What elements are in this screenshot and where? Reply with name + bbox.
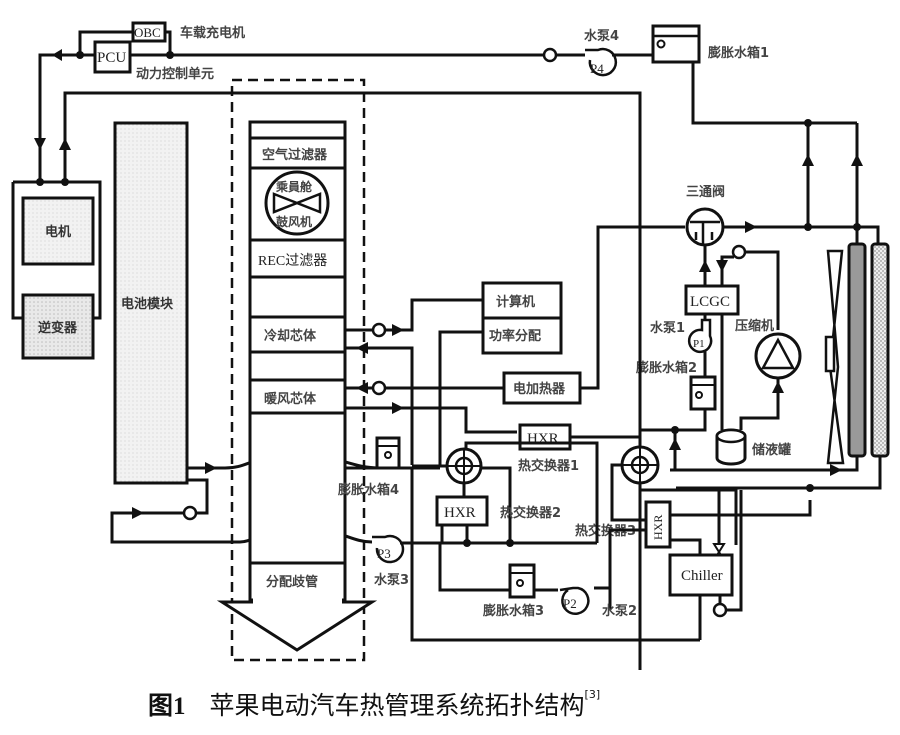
rec-filter-label: REC过滤器 [258, 253, 327, 269]
pcu-label: PCU [97, 50, 126, 66]
hxr2-label: 热交换器2 [500, 505, 561, 521]
pump-icon [559, 586, 590, 615]
pump-icon [372, 534, 405, 564]
pump-icon [687, 318, 713, 354]
electric-heater-label: 电加热器 [513, 381, 566, 397]
obc-label: OBC [134, 25, 161, 40]
expansion-tank-2 [689, 375, 717, 411]
compressor-icon [760, 337, 796, 370]
chiller-group: Chiller [668, 490, 743, 640]
lcgc-group: LCGC [684, 244, 780, 430]
figure-number: 图1 [148, 693, 186, 720]
pcu-description: 动力控制单元 [136, 66, 214, 82]
pcu-obc-loop: PCU OBC 车载充电机 动力控制单元 [38, 21, 548, 185]
computer-power-group: 计算机 功率分配 [481, 281, 563, 355]
expansion-tank-3: 膨胀水箱3 [438, 543, 558, 619]
battery-module [113, 121, 189, 485]
fan-icon [826, 249, 845, 465]
pump3-id: P3 [377, 546, 391, 561]
tank4-label: 膨胀水箱4 [337, 482, 399, 498]
outlet-arrow-icon [216, 600, 378, 652]
pump1-group: 水泵1 P1 膨胀水箱2 [635, 314, 717, 432]
electric-heater-group: 电加热器 [502, 225, 685, 405]
inverter-label: 逆变器 [38, 320, 78, 336]
obc-description: 车载充电机 [180, 25, 245, 41]
three-way-valve-label: 三通阀 [686, 184, 725, 200]
power-dist-label: 功率分配 [489, 328, 541, 344]
battery-label: 电池模块 [121, 296, 174, 312]
thermal-topology-diagram: PCU OBC 车载充电机 动力控制单元 P4 水泵4 膨胀水箱1 电机 逆变器 [11, 21, 890, 670]
computer-label: 计算机 [496, 294, 535, 310]
pump1-label: 水泵1 [650, 320, 685, 336]
pump3-group: P3 水泵3 [372, 534, 597, 588]
hxr3-label: 热交换器3 [575, 523, 636, 539]
chiller-label: Chiller [681, 568, 723, 584]
inverter-box [21, 293, 95, 360]
hxr2-group: HXR 热交换器2 [435, 483, 561, 543]
tank2-label: 膨胀水箱2 [635, 360, 697, 376]
condenser-radiator-group [670, 242, 890, 490]
blower-bottom-label: 鼓风机 [276, 214, 312, 229]
lcgc-label: LCGC [690, 294, 730, 310]
expansion-tank-4: 膨胀水箱4 [337, 436, 401, 498]
figure-reference: [3] [584, 688, 601, 701]
compressor-group: 压缩机 [735, 318, 802, 430]
cooling-core-label: 冷却芯体 [264, 328, 317, 344]
hxr1-box-label: HXR [527, 431, 559, 447]
hxr1-label: 热交换器1 [518, 458, 579, 474]
pump4-id: P4 [590, 61, 604, 76]
four-way-valve-2 [620, 445, 660, 485]
hxr2-box-label: HXR [444, 505, 476, 521]
hxr3-group: HXR 热交换器3 [575, 500, 702, 610]
pump3-label: 水泵3 [374, 572, 409, 588]
hxr1-group: HXR 热交换器1 [464, 423, 640, 543]
heater-core-label: 暖风芯体 [264, 391, 317, 407]
bottom-loop-line [410, 468, 700, 642]
pump4-group: P4 水泵4 [542, 28, 653, 77]
expansion-tank-1: 膨胀水箱1 [651, 24, 857, 127]
motor-box [21, 196, 95, 266]
figure-title: 苹果电动汽车热管理系统拓扑结构 [209, 691, 585, 720]
hvac-stack: 空气过滤器 乘員舱 鼓风机 REC过滤器 冷却芯体 暖风芯体 分配歧管 [216, 120, 378, 652]
four-way-valve-1 [445, 447, 483, 485]
accumulator-label: 储液罐 [751, 442, 791, 458]
manifold-label: 分配歧管 [266, 574, 318, 590]
pump2-label: 水泵2 [602, 603, 637, 619]
air-filter-label: 空气过滤器 [262, 147, 328, 163]
accumulator-group: 储液罐 [715, 428, 791, 466]
compressor-label: 压缩机 [735, 318, 774, 334]
obc-box [131, 21, 167, 43]
pump2-group: P2 水泵2 [559, 586, 637, 619]
figure-caption: 图1 苹果电动汽车热管理系统拓扑结构[3] [148, 686, 600, 722]
blower-fan-icon: 乘員舱 鼓风机 [264, 170, 330, 236]
radiator [870, 242, 890, 458]
hvac-dashed-boundary [230, 78, 366, 662]
sensor-icon [542, 47, 558, 63]
hxr3-box-label: HXR [651, 515, 665, 540]
three-way-valve: 三通阀 [685, 123, 857, 247]
pump-icon [585, 47, 618, 77]
pump1-id: P1 [693, 338, 705, 350]
tank1-label: 膨胀水箱1 [707, 45, 769, 61]
tank3-label: 膨胀水箱3 [482, 603, 544, 619]
motor-label: 电机 [45, 224, 71, 240]
pump4-label: 水泵4 [584, 28, 619, 44]
core-connections [345, 298, 517, 465]
pump2-id: P2 [563, 596, 577, 611]
motor-inverter-group: 电机 逆变器 [11, 178, 102, 360]
pcu-box [93, 40, 132, 74]
condenser [847, 242, 867, 458]
blower-top-label: 乘員舱 [275, 179, 313, 194]
